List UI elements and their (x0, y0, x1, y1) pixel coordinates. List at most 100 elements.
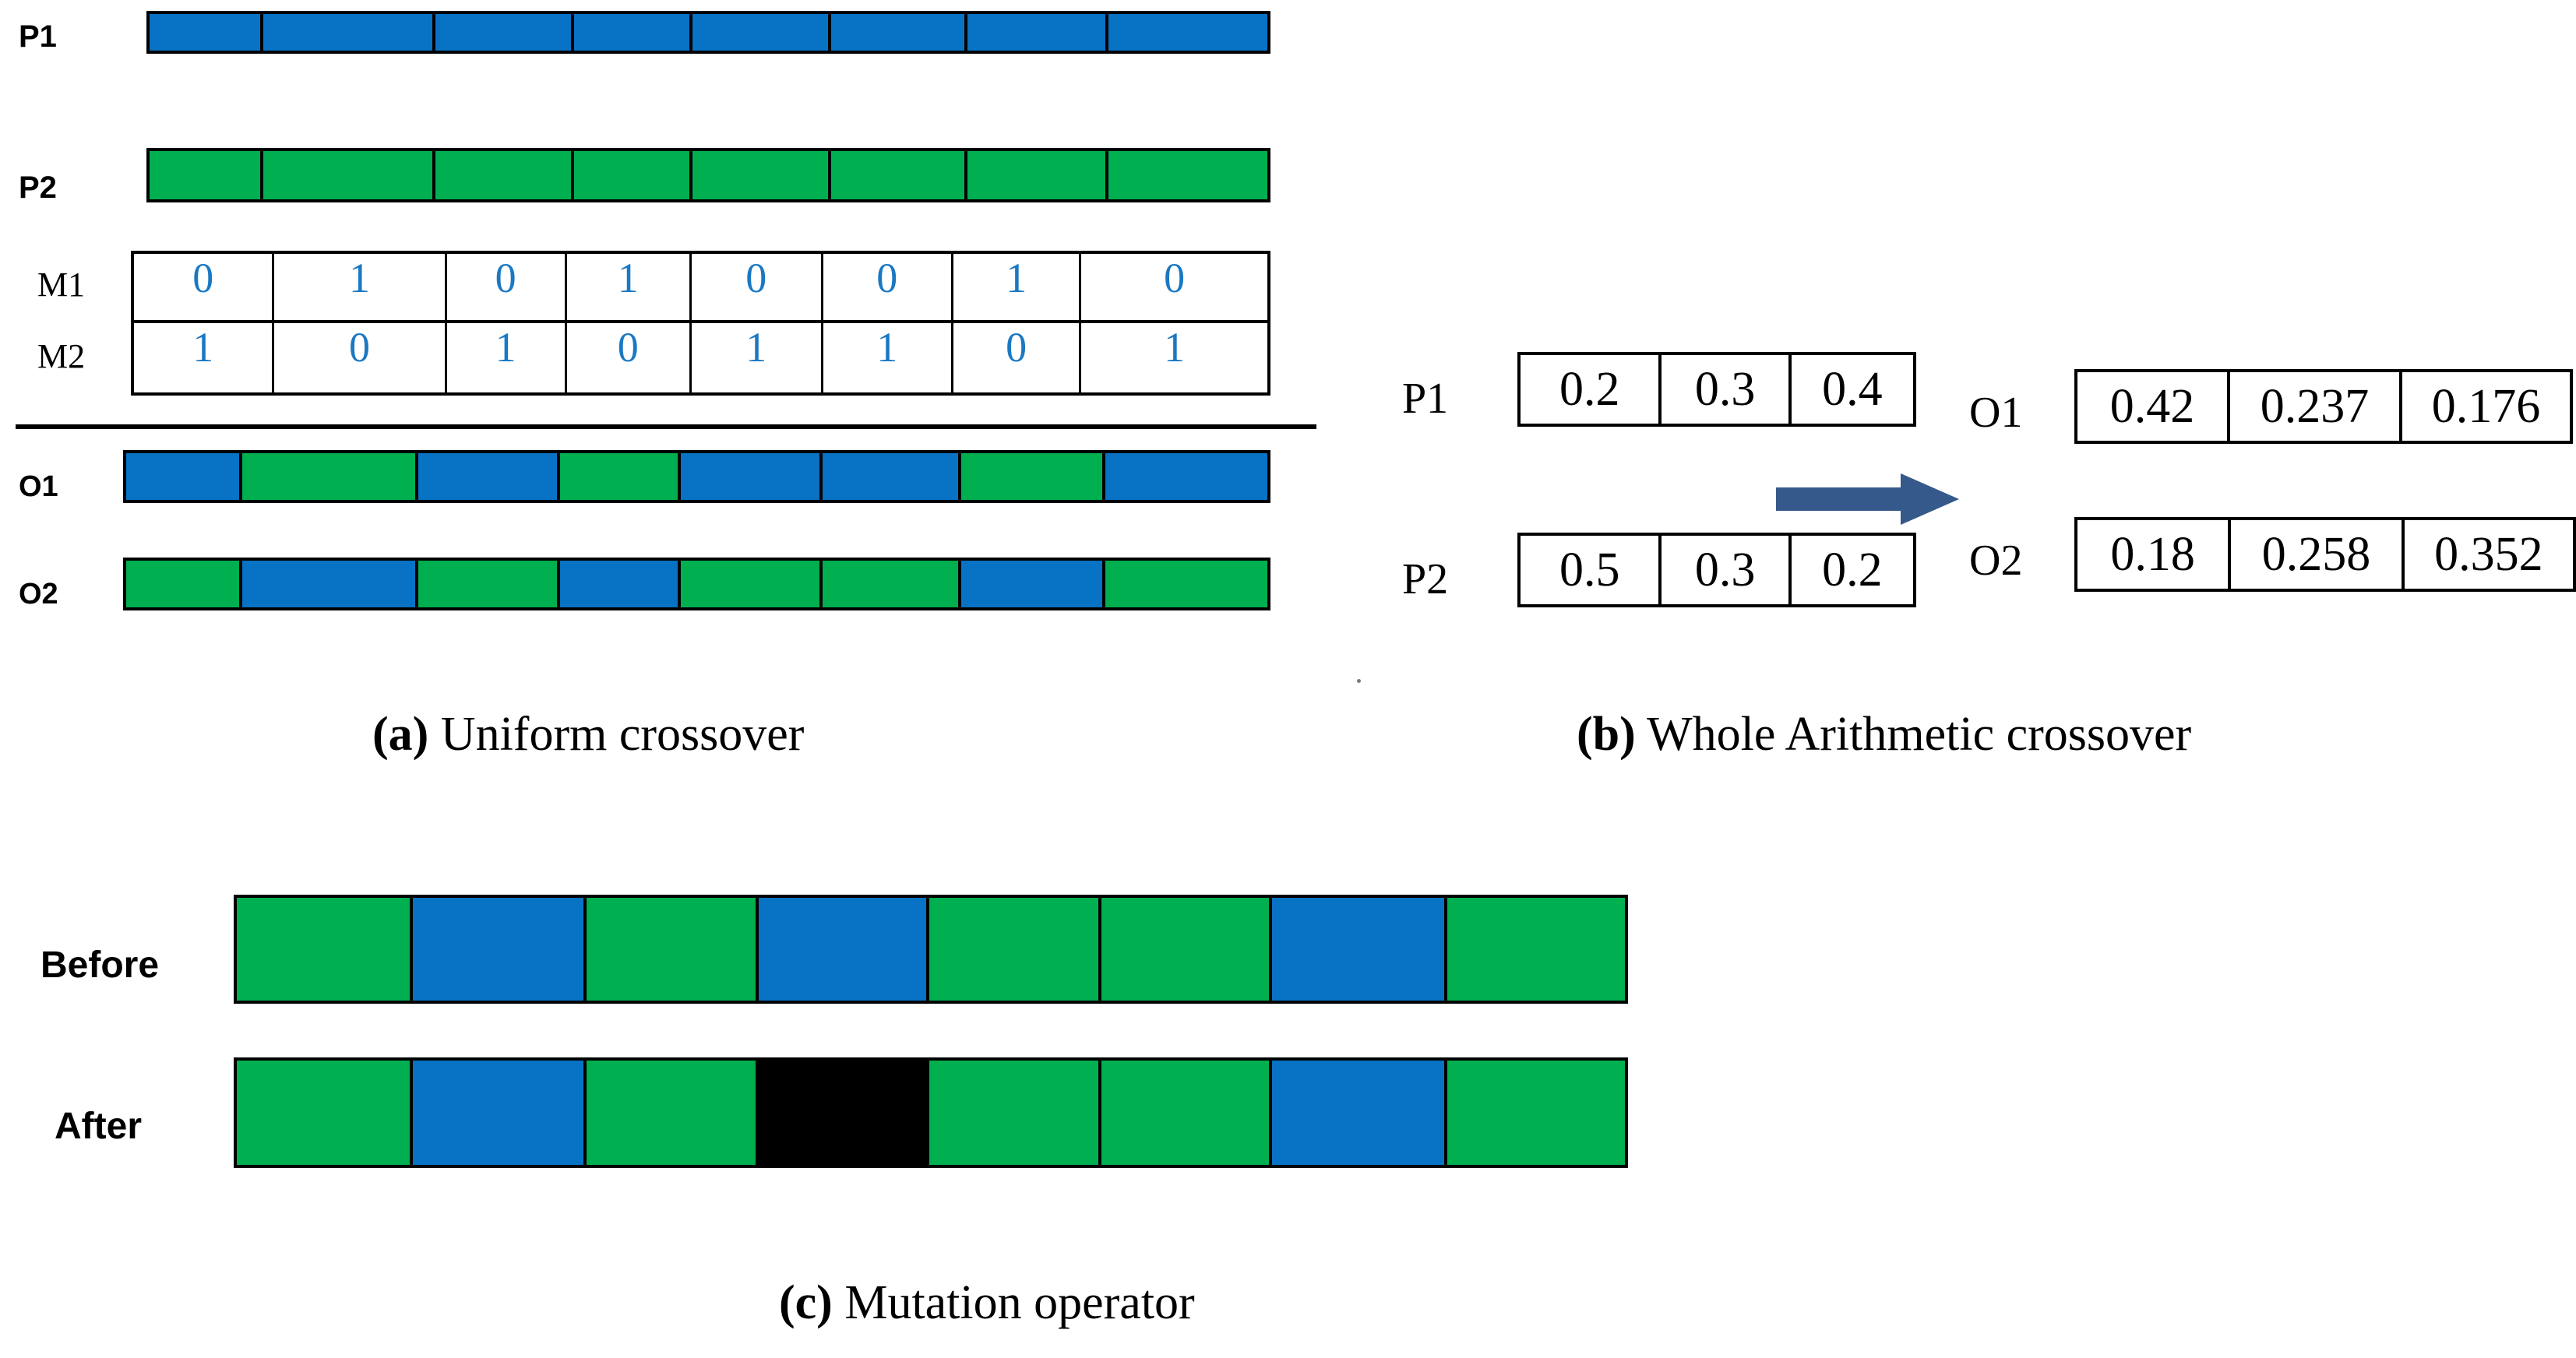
row-label-m1: M1 (37, 266, 86, 304)
row-label-m2: M2 (37, 337, 86, 375)
value-cell: 0.176 (2431, 379, 2541, 433)
chromosome-gene-cell (587, 898, 759, 1001)
chromosome-gene-cell (263, 151, 436, 199)
chromosome-strip-after (234, 1057, 1628, 1168)
chromosome-gene-cell (680, 453, 823, 500)
chromosome-gene-cell (242, 561, 419, 607)
b-row-label-o1: O1 (1969, 389, 2023, 437)
mask-bit-cell: 0 (567, 323, 692, 392)
b-row-label-o2: O2 (1969, 537, 2023, 585)
chromosome-gene-cell (418, 561, 560, 607)
chromosome-gene-cell (1272, 1061, 1447, 1165)
value-cell: 0.4 (1822, 362, 1883, 416)
chromosome-gene-cell (263, 14, 436, 51)
chromosome-gene-cell (692, 151, 832, 199)
chromosome-gene-cell (967, 14, 1109, 51)
chromosome-gene-cell (1108, 14, 1267, 51)
chromosome-gene-cell (1105, 453, 1267, 500)
chromosome-gene-cell (242, 453, 419, 500)
caption-b-text: Whole Arithmetic crossover (1635, 708, 2192, 761)
row-label-o2: O2 (19, 578, 58, 610)
value-cell: 0.2 (1822, 543, 1883, 596)
mask-bit-cell: 0 (1164, 255, 1186, 301)
mask-bit-cell: 1 (823, 323, 953, 392)
chromosome-strip-p1 (146, 11, 1270, 54)
chromosome-gene-cell (831, 14, 968, 51)
b-row-label-p2: P2 (1402, 555, 1449, 603)
panel-a-divider (16, 424, 1316, 429)
chromosome-gene-cell (150, 14, 264, 51)
mask-bit-cell: 0 (274, 323, 447, 392)
stray-dot-artifact (1357, 679, 1361, 683)
chromosome-gene-cell (1105, 561, 1267, 607)
chromosome-gene-cell (822, 561, 962, 607)
value-cell: 0.2 (1521, 355, 1662, 424)
chromosome-gene-cell (418, 453, 560, 500)
caption-b-prefix: (b) (1577, 708, 1636, 761)
chromosome-strip-before (234, 895, 1628, 1004)
row-label-p2: P2 (19, 171, 57, 205)
chromosome-gene-cell (559, 561, 681, 607)
chromosome-gene-cell (435, 14, 575, 51)
value-cell: 0.18 (2077, 520, 2232, 589)
chromosome-gene-cell (126, 453, 243, 500)
caption-panel-b: (b) Whole Arithmetic crossover (1577, 707, 2191, 762)
value-cell: 0.5 (1521, 536, 1662, 604)
chromosome-gene-cell (559, 453, 681, 500)
chromosome-gene-cell (692, 14, 832, 51)
b-row-label-p1: P1 (1402, 375, 1449, 423)
caption-a-prefix: (a) (372, 708, 429, 761)
caption-panel-a: (a) Uniform crossover (372, 707, 804, 762)
chromosome-gene-cell (413, 898, 587, 1001)
arrow-right-icon (1776, 473, 1959, 525)
chromosome-gene-cell (967, 151, 1109, 199)
chromosome-gene-cell (1447, 898, 1625, 1001)
value-cell: 0.237 (2230, 372, 2403, 441)
chromosome-gene-cell (237, 1061, 414, 1165)
chromosome-gene-cell (759, 1061, 930, 1165)
chromosome-strip-o1 (123, 450, 1270, 503)
caption-a-text: Uniform crossover (428, 708, 805, 761)
chromosome-gene-cell (574, 14, 693, 51)
value-cell: 0.258 (2231, 520, 2405, 589)
value-cell: 0.352 (2434, 527, 2543, 581)
row-label-before: Before (41, 945, 160, 986)
mask-bit-cell: 1 (567, 254, 692, 320)
mask-bit-cell: 1 (274, 254, 447, 320)
mask-bit-cell: 1 (134, 323, 275, 392)
mask-bit-cell: 0 (134, 254, 275, 320)
chromosome-gene-cell (1101, 1061, 1273, 1165)
mask-bit-cell: 1 (447, 323, 567, 392)
mask-bit-cell: 0 (692, 254, 823, 320)
chromosome-gene-cell (1108, 151, 1267, 199)
chromosome-gene-cell (1101, 898, 1273, 1001)
chromosome-gene-cell (929, 1061, 1102, 1165)
chromosome-gene-cell (435, 151, 575, 199)
mask-bit-cell: 1 (953, 254, 1082, 320)
chromosome-gene-cell (574, 151, 693, 199)
chromosome-strip-o2 (123, 558, 1270, 610)
value-cell: 0.3 (1662, 536, 1792, 604)
transform-arrow (1776, 472, 1959, 526)
chromosome-gene-cell (587, 1061, 759, 1165)
chromosome-gene-cell (237, 898, 414, 1001)
chromosome-gene-cell (831, 151, 968, 199)
chromosome-gene-cell (1272, 898, 1447, 1001)
chromosome-gene-cell (413, 1061, 587, 1165)
value-cell: 0.3 (1662, 355, 1792, 424)
chromosome-gene-cell (680, 561, 823, 607)
chromosome-gene-cell (1447, 1061, 1625, 1165)
chromosome-gene-cell (759, 898, 930, 1001)
mask-bit-cell: 0 (447, 254, 567, 320)
caption-c-text: Mutation operator (832, 1276, 1195, 1329)
chromosome-gene-cell (126, 561, 243, 607)
caption-panel-c: (c) Mutation operator (779, 1275, 1195, 1331)
